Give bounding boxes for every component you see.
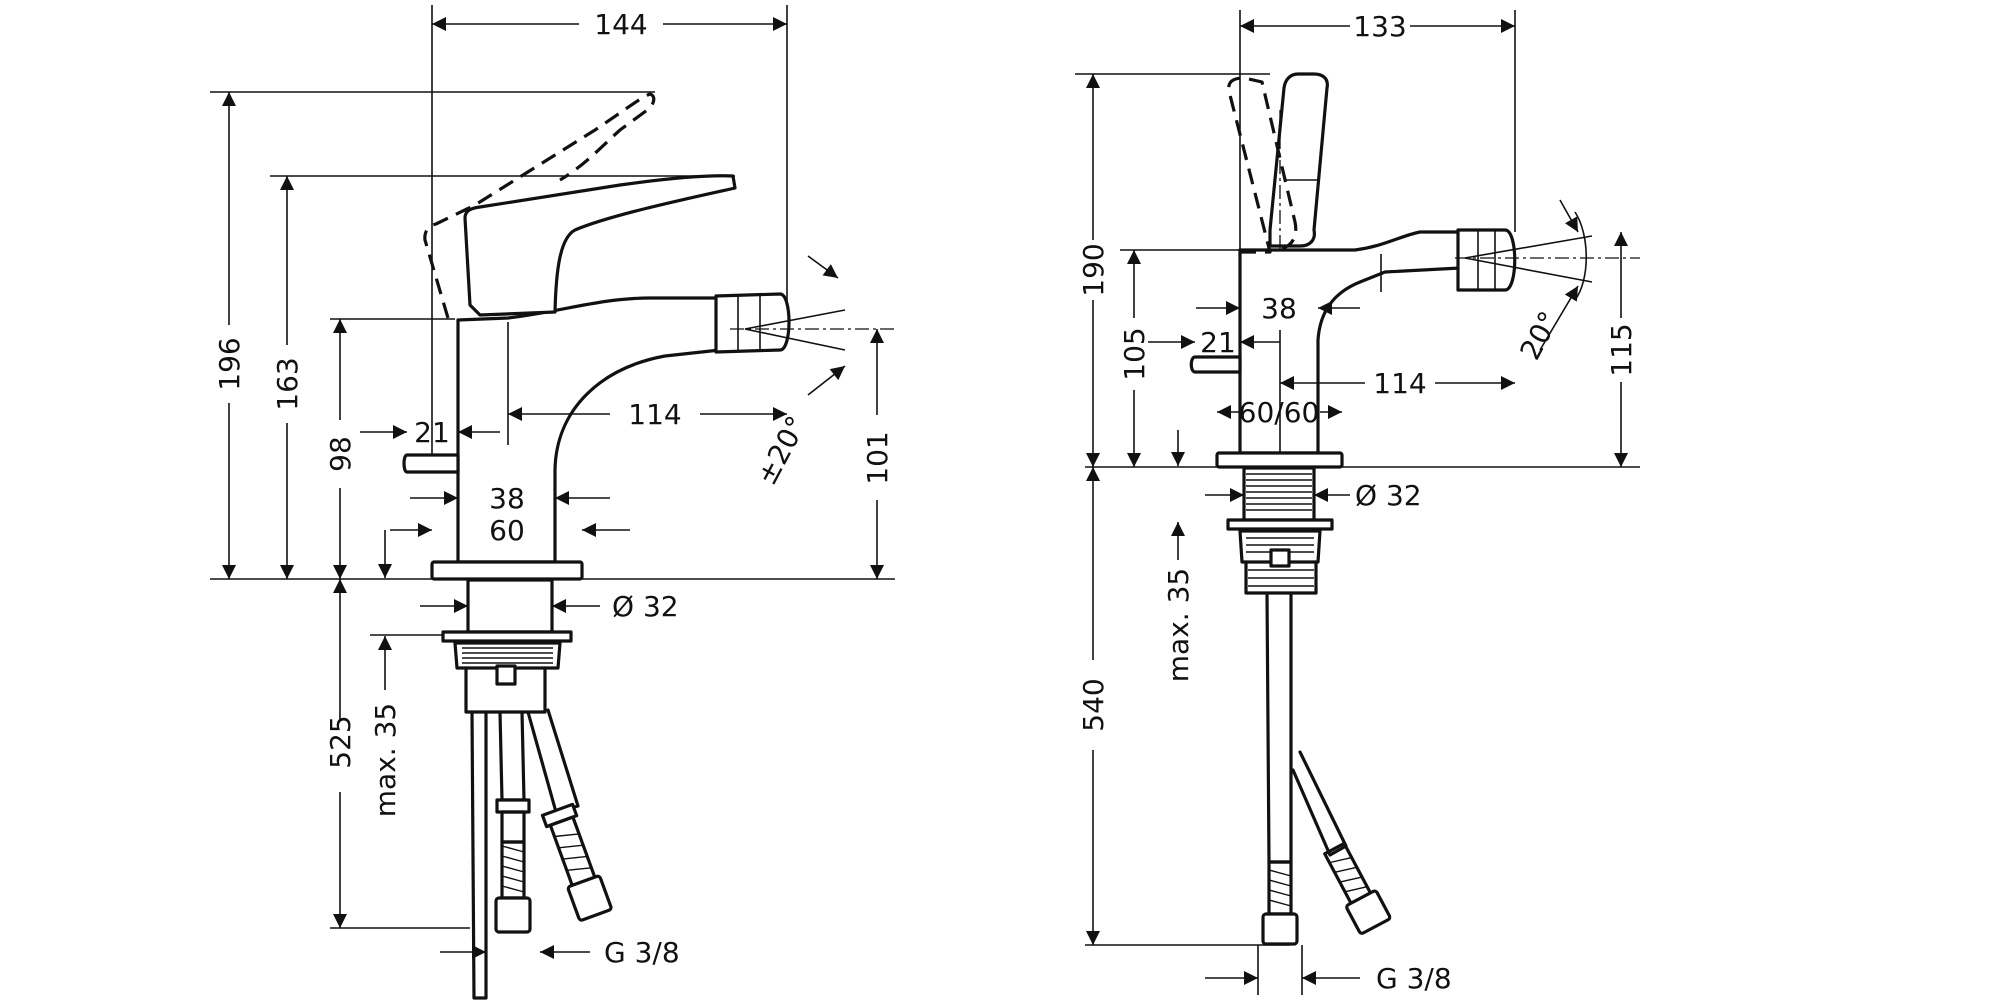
left-extension-lines [210, 5, 895, 929]
right-dim-133: 133 [1353, 10, 1406, 43]
right-view: 133 190 105 38 21 114 20° 115 [1075, 10, 1640, 995]
left-dim-98: 98 [324, 436, 357, 472]
left-dim-525: 525 [324, 715, 357, 768]
right-extension-lines [1075, 10, 1640, 946]
left-dim-60: 60 [489, 514, 525, 547]
left-dim-114: 114 [628, 398, 681, 431]
left-dim-max35: max. 35 [369, 703, 402, 817]
right-dim-190: 190 [1077, 243, 1110, 296]
left-dim-21: 21 [414, 416, 450, 449]
left-dim-diameter: Ø 32 [612, 590, 679, 623]
right-dim-115: 115 [1605, 323, 1638, 376]
right-dim-105: 105 [1118, 327, 1151, 380]
left-dim-196: 196 [213, 337, 246, 390]
left-dim-angle: ±20° [750, 411, 813, 491]
right-dim-diameter: Ø 32 [1355, 479, 1422, 512]
left-faucet-drawing [402, 92, 895, 1000]
right-dim-connection: G 3/8 [1376, 962, 1452, 995]
left-dim-connection: G 3/8 [604, 936, 680, 969]
right-dim-114: 114 [1373, 367, 1426, 400]
right-dim-max35: max. 35 [1162, 568, 1195, 682]
left-dim-144: 144 [594, 8, 647, 41]
left-dim-38: 38 [489, 482, 525, 515]
right-dim-38: 38 [1261, 292, 1297, 325]
right-dim-540: 540 [1077, 678, 1110, 731]
right-dim-angle: 20° [1513, 306, 1565, 365]
right-faucet-drawing [1189, 72, 1640, 946]
left-view: 144 196 163 98 21 114 ±20° 101 3 [210, 5, 895, 1000]
right-dim-6060: 60/60 [1239, 396, 1320, 429]
right-dim-21: 21 [1200, 326, 1236, 359]
left-dim-163: 163 [271, 357, 304, 410]
right-dimensions: 133 190 105 38 21 114 20° 115 [1077, 10, 1638, 995]
left-dim-101: 101 [861, 431, 894, 484]
